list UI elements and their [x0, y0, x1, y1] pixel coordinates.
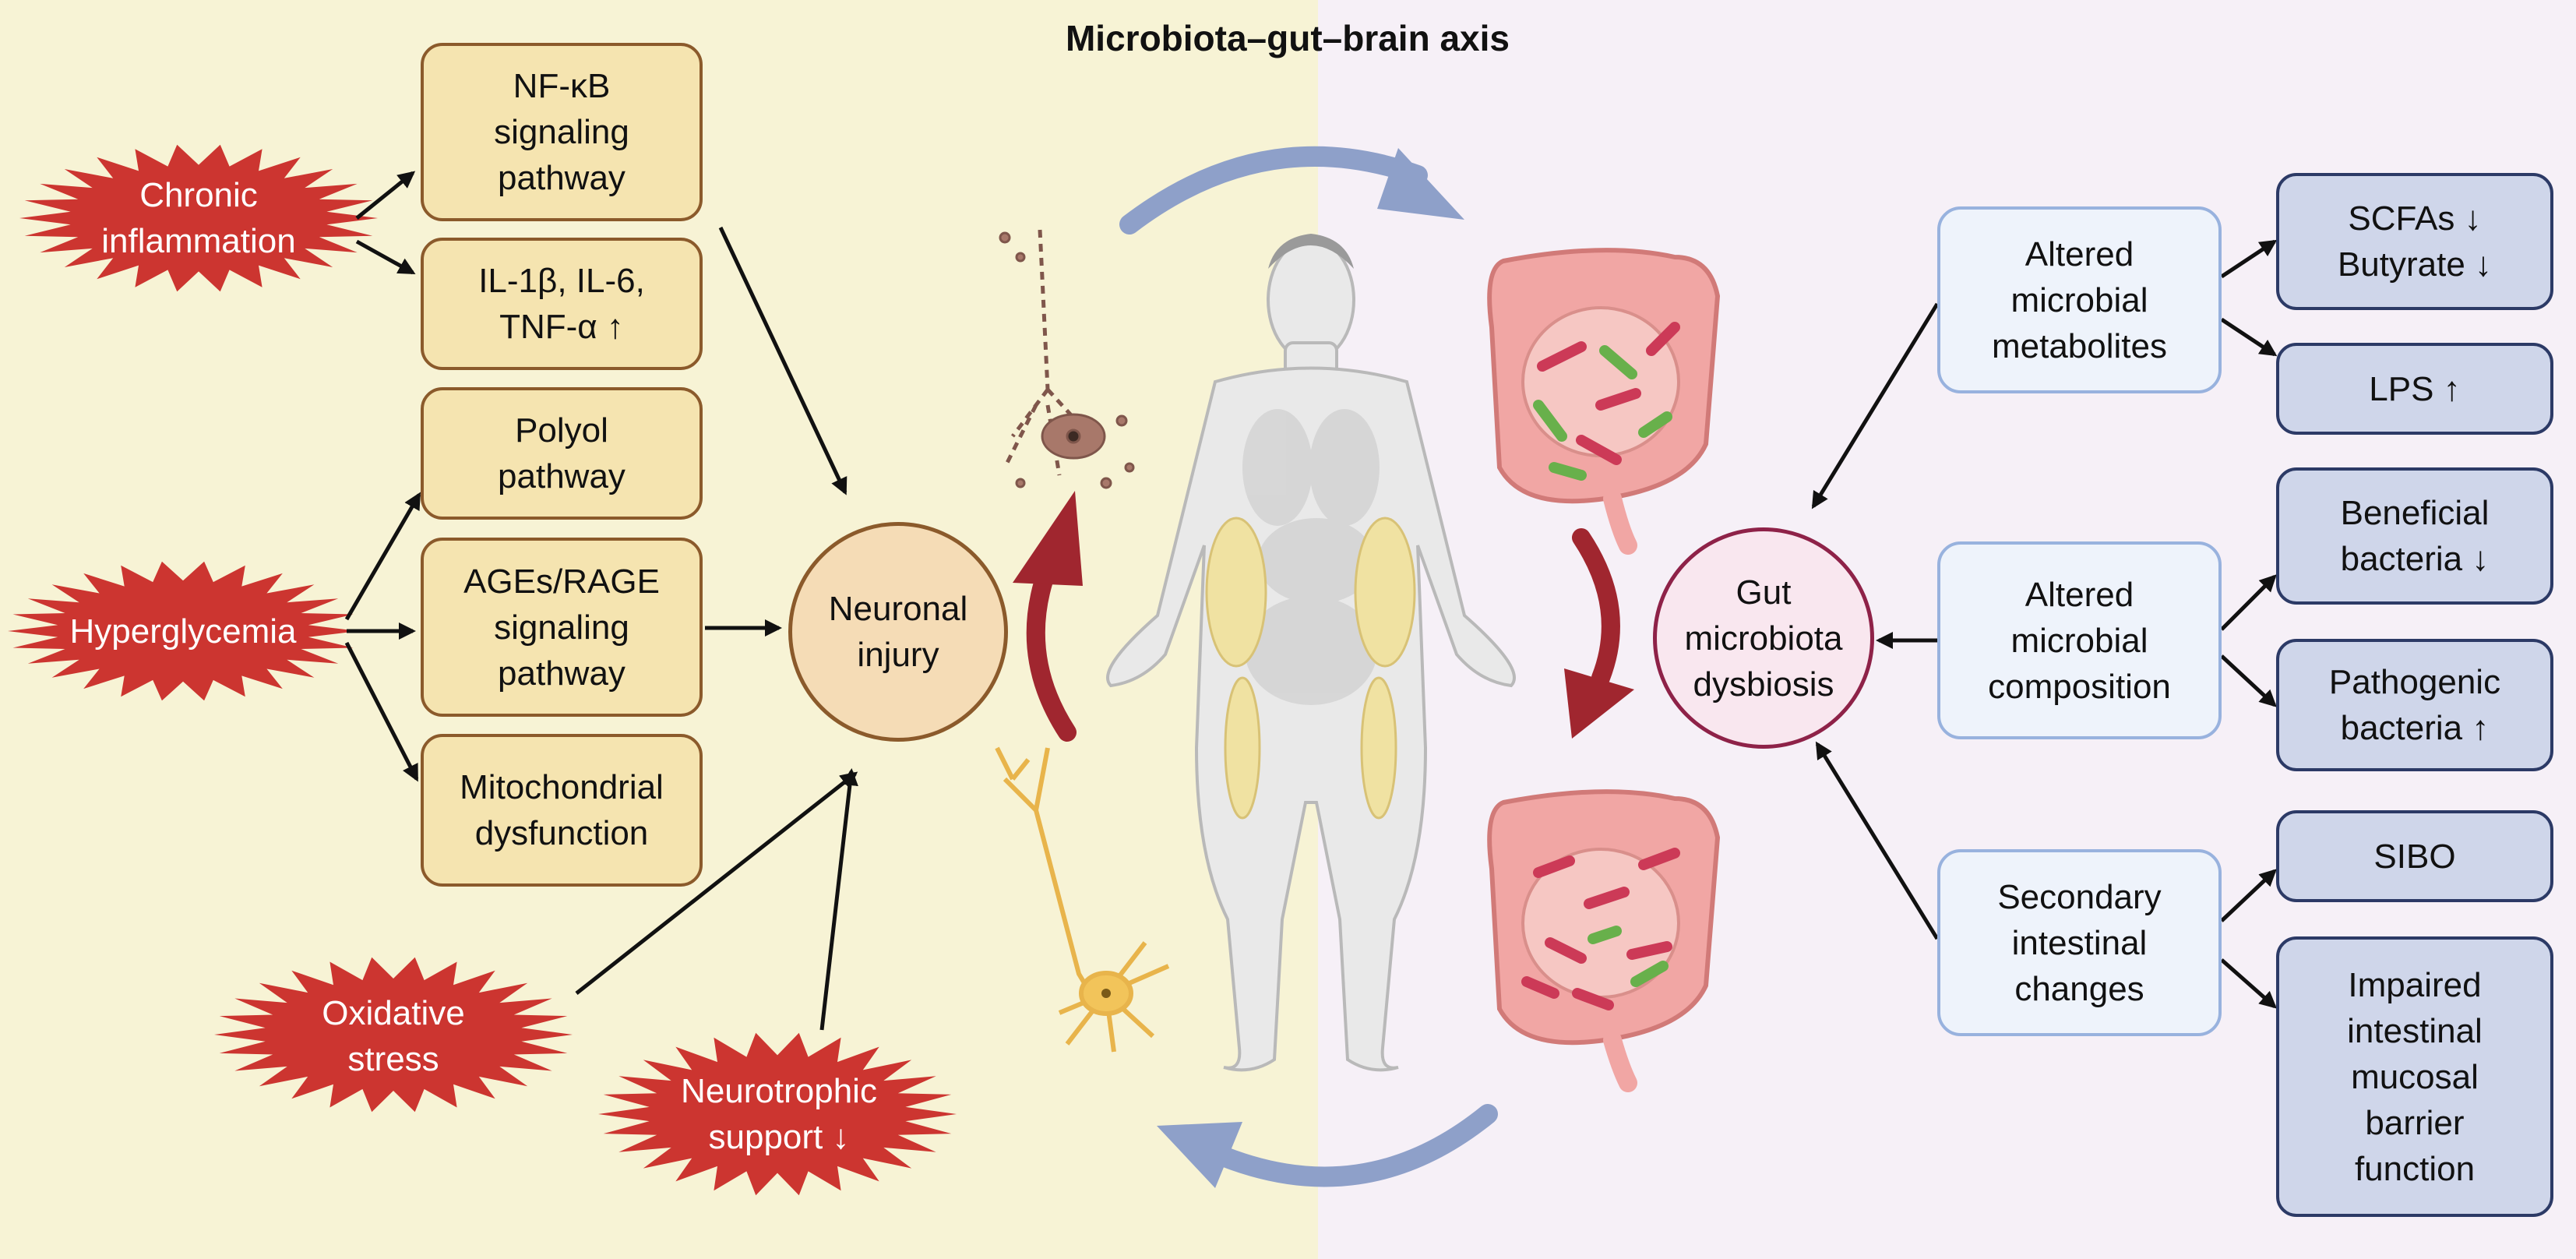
sibo-box: SIBO	[2276, 810, 2553, 902]
arrow-intestinal-to-dysbiosis	[1815, 741, 1940, 940]
damaged-neuron-icon	[999, 229, 1135, 489]
chronic-inflammation-burst	[19, 144, 378, 292]
gut-dysbiosis-node: Gut microbiota dysbiosis	[1653, 527, 1874, 749]
beneficial-bacteria-box: Beneficial bacteria ↓	[2276, 467, 2553, 605]
arrow-metabolites-to-scfas	[2220, 239, 2278, 279]
arrow-inflam-to-nfkb	[355, 171, 416, 220]
arrow-hyper-to-polyol	[344, 492, 421, 621]
arrow-metabolites-to-lps	[2220, 317, 2278, 357]
neurotrophic-support-burst	[598, 1032, 957, 1196]
altered-composition-box: Altered microbial composition	[1937, 541, 2222, 739]
arrow-metabolites-to-dysbiosis	[1811, 302, 1940, 510]
hyperglycemia-label: Hyperglycemia	[69, 612, 297, 651]
impaired-barrier-box: Impaired intestinal mucosal barrier func…	[2276, 936, 2553, 1217]
neurotrophic-support-label: Neurotrophic support ↓	[681, 1072, 877, 1156]
arrow-nfkb-to-injury	[718, 226, 848, 495]
human-body-figure	[1106, 234, 1516, 1072]
arrow-oxid-to-injury	[575, 771, 858, 995]
oxidative-stress-label: Oxidative stress	[322, 994, 465, 1078]
arrow-hyper-to-mito	[344, 641, 419, 782]
hyperglycemia-burst	[8, 561, 358, 701]
red-arrow-brain-up	[1013, 491, 1083, 742]
mitochondrial-dysfunction-box: Mitochondrial dysfunction	[421, 734, 703, 887]
cytokines-box: IL-1β, IL-6, TNF-α ↑	[421, 238, 703, 370]
left-connector-arrows	[344, 171, 858, 1031]
ages-rage-pathway-box: AGEs/RAGE signaling pathway	[421, 538, 703, 717]
arrow-intestinal-to-barrier	[2220, 958, 2277, 1009]
cycle-arrow-bottom	[1157, 1104, 1498, 1188]
altered-metabolites-box: Altered microbial metabolites	[1937, 206, 2222, 393]
arrow-inflam-to-cytokines	[355, 239, 416, 275]
chronic-inflammation-label: Chronic inflammation	[101, 176, 296, 260]
arrow-neuro-to-injury	[819, 768, 858, 1031]
red-arrow-gut-down	[1564, 528, 1634, 739]
scfas-butyrate-box: SCFAs ↓ Butyrate ↓	[2276, 173, 2553, 310]
nfkb-pathway-box: NF-κB signaling pathway	[421, 43, 703, 221]
dysbiotic-intestine-bottom-icon	[1487, 789, 1721, 1092]
arrow-composition-to-pathogenic	[2220, 654, 2277, 707]
lps-box: LPS ↑	[2276, 343, 2553, 435]
pathogenic-bacteria-box: Pathogenic bacteria ↑	[2276, 639, 2553, 771]
right-connector-arrows	[1811, 239, 2278, 1009]
diagram-title: Microbiota–gut–brain axis	[1065, 18, 1510, 58]
secondary-intestinal-changes-box: Secondary intestinal changes	[1937, 849, 2222, 1036]
dysbiotic-intestine-top-icon	[1487, 248, 1721, 555]
arrow-composition-to-beneficial	[2220, 574, 2277, 631]
polyol-pathway-box: Polyol pathway	[421, 387, 703, 520]
neuronal-injury-node: Neuronal injury	[788, 522, 1008, 742]
oxidative-stress-burst	[214, 957, 573, 1113]
healthy-neuron-icon	[995, 746, 1170, 1053]
arrow-intestinal-to-sibo	[2220, 869, 2277, 922]
cycle-arrow-top	[1119, 146, 1464, 235]
